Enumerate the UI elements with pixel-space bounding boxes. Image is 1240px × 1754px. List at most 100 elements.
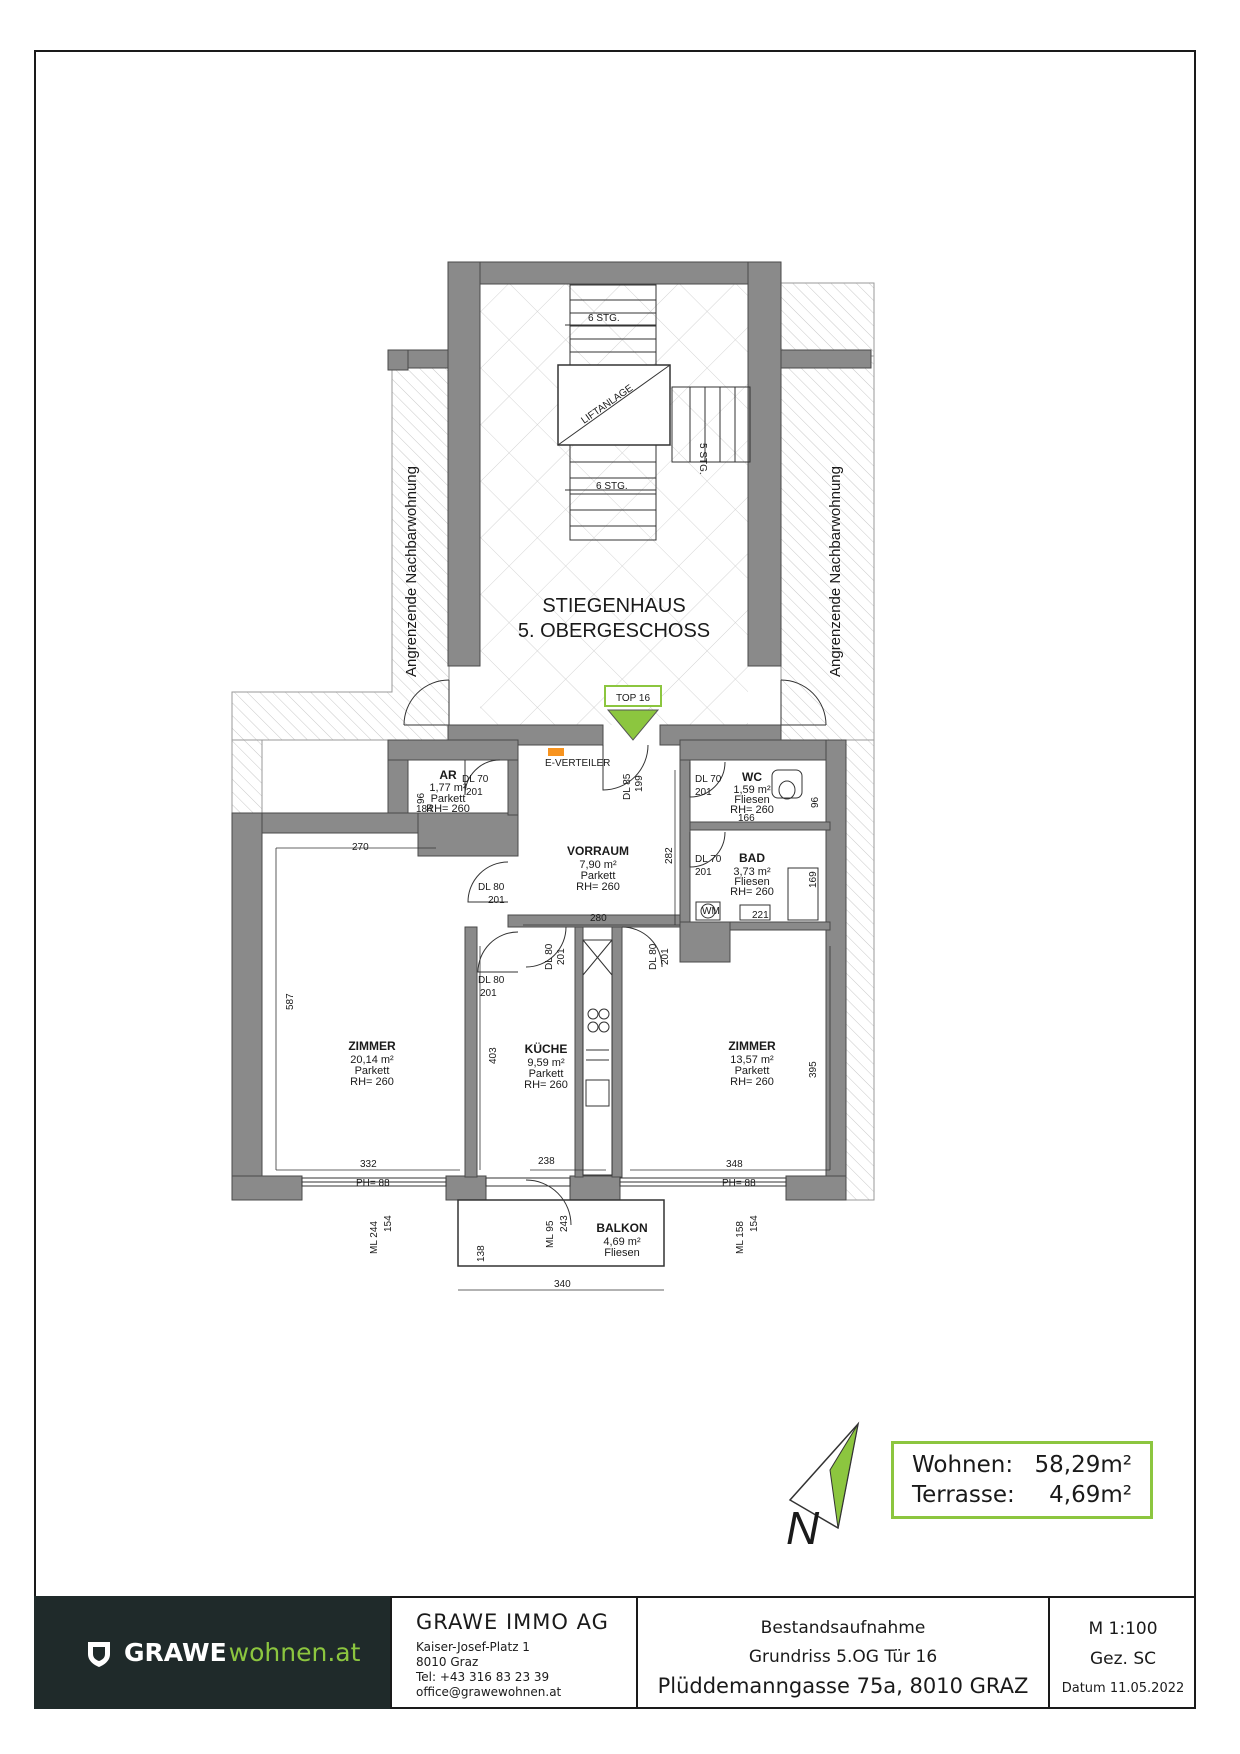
dim-ar-h: 96 xyxy=(416,792,427,804)
room-bad: BAD 3,73 m² Fliesen RH= 260 xyxy=(730,851,774,898)
ml-right-2: 154 xyxy=(749,1215,760,1232)
stair-side-doors xyxy=(403,679,827,726)
e-verteiler-label: E-VERTEILER xyxy=(545,758,610,769)
lift-shaft xyxy=(557,364,671,446)
dim-zimmer-right-w: 348 xyxy=(726,1159,743,1170)
svg-text:9,59 m²: 9,59 m² xyxy=(527,1057,565,1069)
svg-text:4,69 m²: 4,69 m² xyxy=(603,1236,641,1248)
svg-text:DL 70: DL 70 xyxy=(695,854,722,865)
north-arrow-icon xyxy=(788,1421,860,1530)
ml-left-2: 154 xyxy=(383,1215,394,1232)
scale: M 1:100 xyxy=(1088,1619,1158,1639)
svg-text:201: 201 xyxy=(466,787,483,798)
svg-text:DL 70: DL 70 xyxy=(462,774,489,785)
svg-text:BAD: BAD xyxy=(739,851,765,865)
kitchen-counter xyxy=(582,939,613,1176)
svg-text:13,57 m²: 13,57 m² xyxy=(730,1054,774,1066)
north-label: N xyxy=(786,1502,820,1554)
stairs-bottom-label: 6 STG. xyxy=(596,481,628,492)
area-wohnen-label: Wohnen: xyxy=(912,1452,1014,1478)
e-verteiler-box xyxy=(548,748,564,756)
balcony-outline xyxy=(457,1199,665,1267)
staircase-floor xyxy=(480,283,748,725)
project-cell: Bestandsaufnahme Grundriss 5.OG Tür 16 P… xyxy=(636,1596,1048,1709)
svg-text:RH= 260: RH= 260 xyxy=(426,803,470,815)
plan-title: Grundriss 5.OG Tür 16 xyxy=(748,1647,938,1667)
logo-sub: wohnen.at xyxy=(228,1638,361,1667)
area-terrasse-label: Terrasse: xyxy=(912,1482,1015,1508)
svg-text:ZIMMER: ZIMMER xyxy=(348,1039,396,1053)
svg-text:Parkett: Parkett xyxy=(431,793,466,805)
svg-text:BALKON: BALKON xyxy=(596,1221,647,1235)
logo-main: GRAWE xyxy=(124,1638,227,1667)
area-terrasse-value: 4,69m² xyxy=(1049,1482,1132,1508)
svg-text:201: 201 xyxy=(556,948,567,965)
area-terrasse-row: Terrasse: 4,69m² xyxy=(912,1480,1132,1510)
stairs-top-label: 6 STG. xyxy=(588,313,620,324)
bath-fixtures xyxy=(695,769,819,921)
svg-text:Fliesen: Fliesen xyxy=(734,794,769,806)
dim-zimmer-left-h: 587 xyxy=(285,993,296,1010)
drawn-by: Gez. SC xyxy=(1089,1649,1157,1669)
svg-text:201: 201 xyxy=(695,867,712,878)
windows xyxy=(301,1177,787,1187)
area-wohnen-value: 58,29m² xyxy=(1034,1452,1132,1478)
ml-left: ML 244 xyxy=(369,1221,380,1254)
dim-kueche-w: 238 xyxy=(538,1156,555,1167)
company-cell: GRAWE IMMO AG Kaiser-Josef-Platz 1 8010 … xyxy=(390,1596,636,1709)
ph-right: PH= 88 xyxy=(722,1178,756,1189)
washing-machine-label: WM xyxy=(702,906,720,917)
dim-vorraum-w: 280 xyxy=(590,913,607,924)
svg-text:201: 201 xyxy=(480,988,497,999)
door-labels: DL 70 201 DL 70 201 DL 85 199 DL 70 201 … xyxy=(462,773,722,999)
project-address: Plüddemanngasse 75a, 8010 GRAZ xyxy=(657,1674,1029,1698)
svg-text:201: 201 xyxy=(488,895,505,906)
svg-text:DL 80: DL 80 xyxy=(648,943,659,970)
dim-balkon-w: 340 xyxy=(554,1279,571,1290)
svg-text:201: 201 xyxy=(695,787,712,798)
apartment-walls xyxy=(231,724,847,1201)
svg-text:RH= 260: RH= 260 xyxy=(576,881,620,893)
svg-text:AR: AR xyxy=(439,768,457,782)
svg-text:Parkett: Parkett xyxy=(735,1065,770,1077)
svg-text:1,59 m²: 1,59 m² xyxy=(733,784,771,796)
dim-wc-h: 96 xyxy=(810,796,821,808)
svg-text:RH= 260: RH= 260 xyxy=(730,804,774,816)
svg-text:WC: WC xyxy=(742,770,762,784)
svg-text:Parkett: Parkett xyxy=(355,1065,390,1077)
dim-zimmer-right-h: 395 xyxy=(808,1061,819,1078)
stairs xyxy=(565,284,751,541)
entrance-tag-label: TOP 16 xyxy=(616,693,651,704)
svg-text:DL 70: DL 70 xyxy=(695,774,722,785)
dim-wc-w: 166 xyxy=(738,813,755,824)
svg-text:ZIMMER: ZIMMER xyxy=(728,1039,776,1053)
company-address-1: Kaiser-Josef-Platz 1 xyxy=(416,1640,530,1654)
svg-text:KÜCHE: KÜCHE xyxy=(525,1041,568,1056)
room-vorraum: VORRAUM 7,90 m² Parkett RH= 260 xyxy=(567,844,629,893)
svg-text:3,73 m²: 3,73 m² xyxy=(733,866,771,878)
area-wohnen-row: Wohnen: 58,29m² xyxy=(912,1450,1132,1480)
svg-text:Fliesen: Fliesen xyxy=(734,876,769,888)
neighbor-top-right xyxy=(780,282,875,357)
date: Datum 11.05.2022 xyxy=(1061,1681,1185,1696)
company-address-2: 8010 Graz xyxy=(416,1655,479,1669)
room-zimmer-right: ZIMMER 13,57 m² Parkett RH= 260 xyxy=(728,1039,776,1088)
dim-vorraum-h: 282 xyxy=(664,847,675,864)
door-swings xyxy=(464,744,726,1226)
dim-zimmer-left-top: 270 xyxy=(352,842,369,853)
dim-bad-h: 169 xyxy=(808,871,819,888)
svg-text:RH= 260: RH= 260 xyxy=(524,1079,568,1091)
svg-text:20,14 m²: 20,14 m² xyxy=(350,1054,394,1066)
ml-mid-2: 243 xyxy=(559,1215,570,1232)
svg-text:7,90 m²: 7,90 m² xyxy=(579,859,617,871)
page-frame xyxy=(34,50,1196,1709)
room-zimmer-left: ZIMMER 20,14 m² Parkett RH= 260 xyxy=(348,1039,396,1088)
company-tel: Tel: +43 316 83 23 39 xyxy=(416,1670,550,1684)
dim-bad-w: 221 xyxy=(752,910,769,921)
doc-type: Bestandsaufnahme xyxy=(760,1618,926,1638)
svg-text:DL 85: DL 85 xyxy=(622,773,633,800)
room-balkon: BALKON 4,69 m² Fliesen xyxy=(596,1221,647,1259)
ph-left: PH= 88 xyxy=(356,1178,390,1189)
room-ar: AR 1,77 m² Parkett RH= 260 xyxy=(426,768,470,815)
